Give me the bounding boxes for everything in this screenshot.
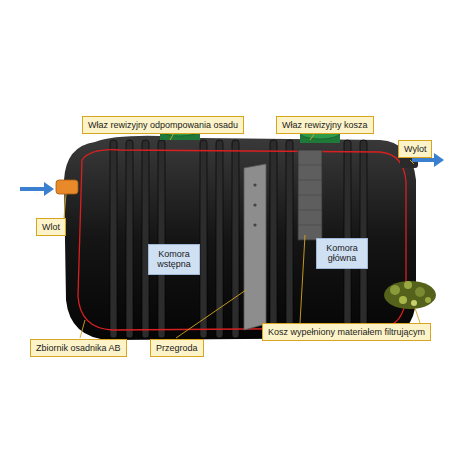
label-text: Zbiornik osadnika AB (36, 343, 121, 353)
label-text: Właz rewizyjny odpompowania osadu (88, 120, 238, 130)
label-text: Właz rewizyjny kosza (282, 120, 368, 130)
chamber-label: Komora wstępna (148, 244, 200, 275)
label-text: Kosz wypełniony materiałem filtrującym (268, 327, 425, 337)
callout-label: Wylot (398, 140, 432, 158)
callout-label: Przegroda (150, 339, 204, 357)
callout-label: Kosz wypełniony materiałem filtrującym (262, 323, 431, 341)
label-text: Przegroda (156, 343, 198, 353)
label-text: Komora wstępna (153, 249, 195, 270)
label-text: Wylot (404, 144, 426, 154)
callout-label: Wlot (36, 218, 66, 236)
chamber-label: Komora główna (316, 238, 368, 269)
label-text: Wlot (42, 222, 60, 232)
label-text: Komora główna (321, 243, 363, 264)
callout-label: Zbiornik osadnika AB (30, 339, 127, 357)
callout-label: Właz rewizyjny kosza (276, 116, 374, 134)
callout-label: Właz rewizyjny odpompowania osadu (82, 116, 244, 134)
